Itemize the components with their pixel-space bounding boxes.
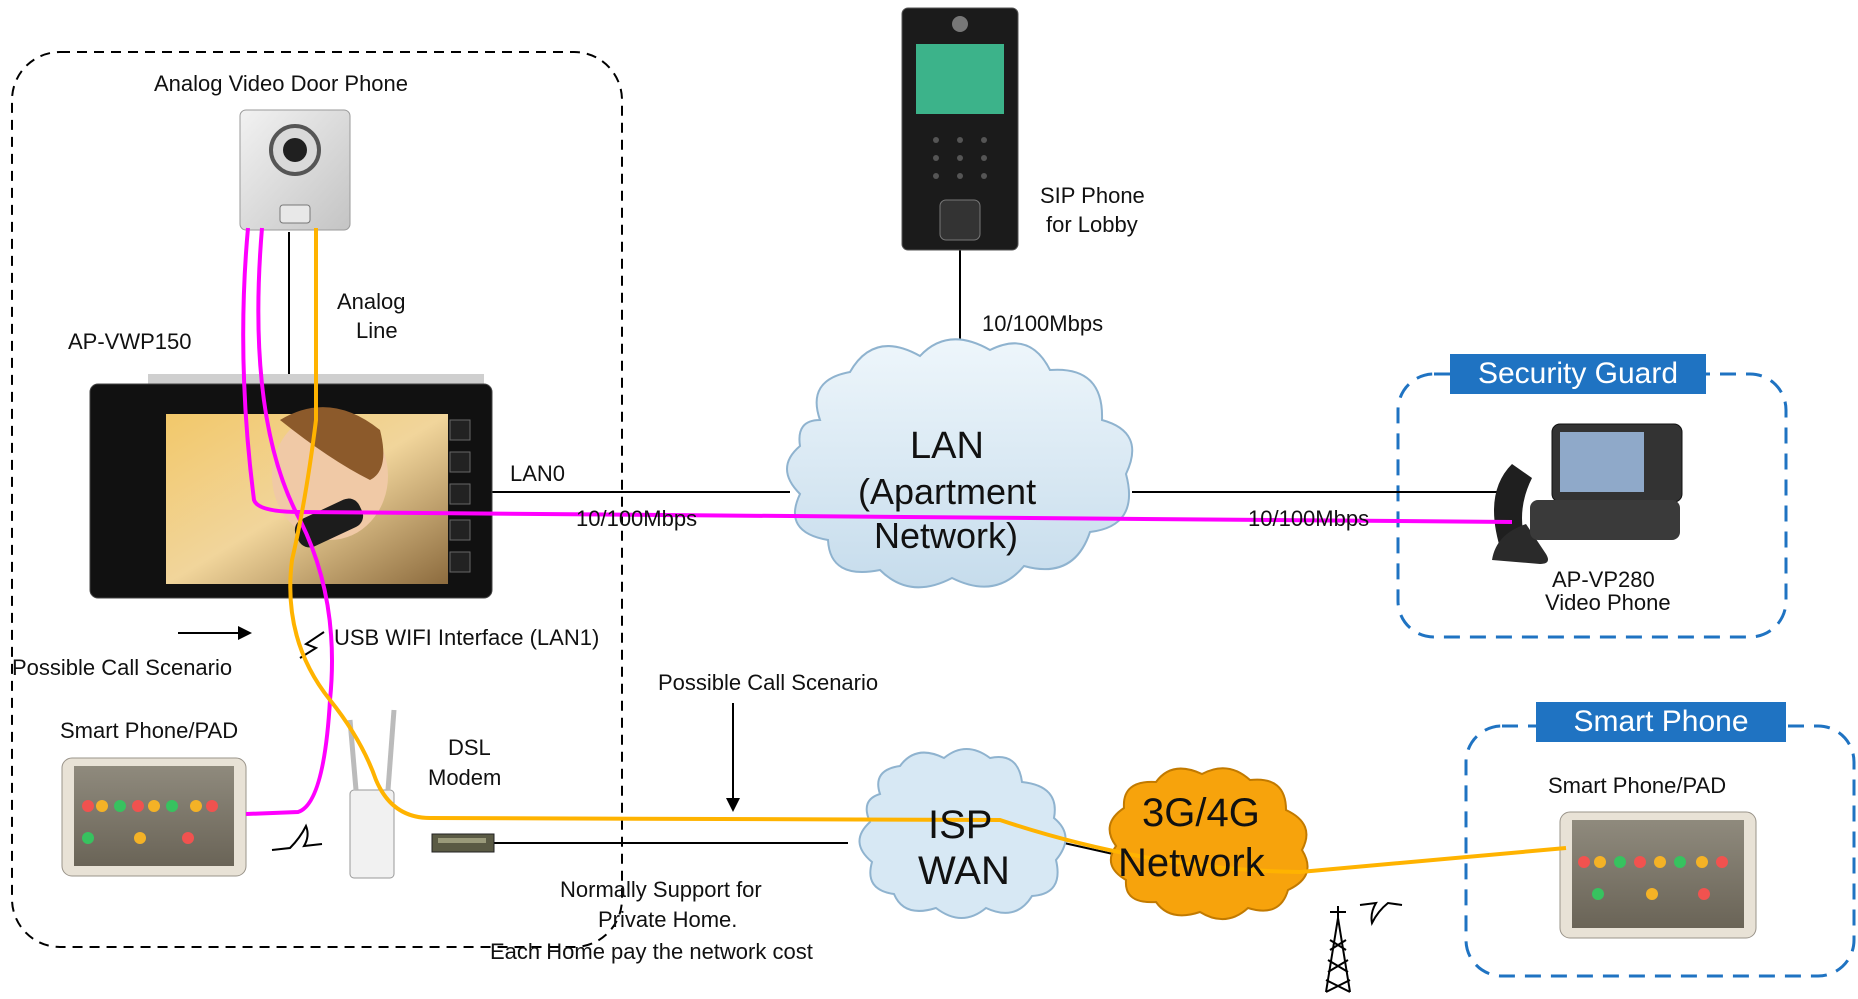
wireless-squiggle-tower <box>1359 901 1403 927</box>
dsl-box <box>431 833 495 853</box>
right-pad-label: Smart Phone/PAD <box>1548 773 1727 798</box>
3g4g-cloud-label-2: Network <box>1118 841 1265 885</box>
lan-cloud-label-3: Network) <box>874 515 1019 556</box>
home-boundary <box>11 51 623 948</box>
analog-door-phone-device <box>239 109 351 231</box>
magenta-pad-route <box>245 227 334 816</box>
sip-lobby-phone-device <box>901 7 1019 251</box>
arrow-head-center <box>726 798 740 812</box>
left-tablet-device <box>61 757 247 877</box>
possible-call-left-label: Possible Call Scenario <box>12 655 233 680</box>
left-pad-label: Smart Phone/PAD <box>60 718 239 743</box>
orange-analog-route <box>288 228 1567 875</box>
lan-cloud-label-1: LAN <box>910 425 984 467</box>
wireless-squiggle-pad <box>271 823 323 851</box>
possible-call-center-label: Possible Call Scenario <box>658 670 879 695</box>
normally-label-3: Each Home pay the network cost <box>490 939 813 964</box>
left-speed-label: 10/100Mbps <box>576 506 698 531</box>
lan-cloud <box>786 338 1134 589</box>
analog-line-label-1: Analog <box>337 289 406 314</box>
cell-tower <box>1325 906 1351 993</box>
isp-cloud-label-1: ISP <box>928 803 993 847</box>
dsl-label-2: Modem <box>428 765 502 790</box>
magenta-call-route <box>241 227 1513 524</box>
3g4g-network-cloud <box>1108 767 1309 920</box>
normally-label-1: Normally Support for <box>560 877 762 902</box>
lan-cloud-label-2: (Apartment <box>858 471 1037 512</box>
vp280-label-2: Video Phone <box>1545 590 1671 615</box>
right-speed-label: 10/100Mbps <box>1248 506 1370 531</box>
usb-wifi-label: USB WIFI Interface (LAN1) <box>334 625 600 650</box>
ap-vp280-device <box>1492 423 1683 564</box>
ap-vwp150-panel <box>89 374 493 599</box>
wifi-squiggle-panel <box>299 631 325 659</box>
smart-phone-tag: Smart Phone <box>1536 702 1786 742</box>
analog-door-phone-label: Analog Video Door Phone <box>154 71 409 96</box>
isp-cloud-label-2: WAN <box>918 849 1010 893</box>
normally-label-2: Private Home. <box>598 907 738 932</box>
vp280-label-1: AP-VP280 <box>1552 567 1655 592</box>
isp-wan-cloud <box>858 748 1067 919</box>
dsl-label-1: DSL <box>448 735 491 760</box>
analog-line-label-2: Line <box>356 318 398 343</box>
dsl-modem-router <box>347 709 397 879</box>
sip-phone-label-line1: SIP Phone <box>1040 183 1145 208</box>
security-guard-tag: Security Guard <box>1450 354 1706 394</box>
sip-phone-label-line2: for Lobby <box>1046 212 1138 237</box>
right-tablet-device <box>1559 811 1757 939</box>
3g4g-cloud-label-1: 3G/4G <box>1142 791 1260 835</box>
sip-speed-label: 10/100Mbps <box>982 311 1104 336</box>
arrow-head-left <box>238 626 252 640</box>
ap-vwp150-label: AP-VWP150 <box>68 329 192 354</box>
lan0-label: LAN0 <box>510 461 566 486</box>
